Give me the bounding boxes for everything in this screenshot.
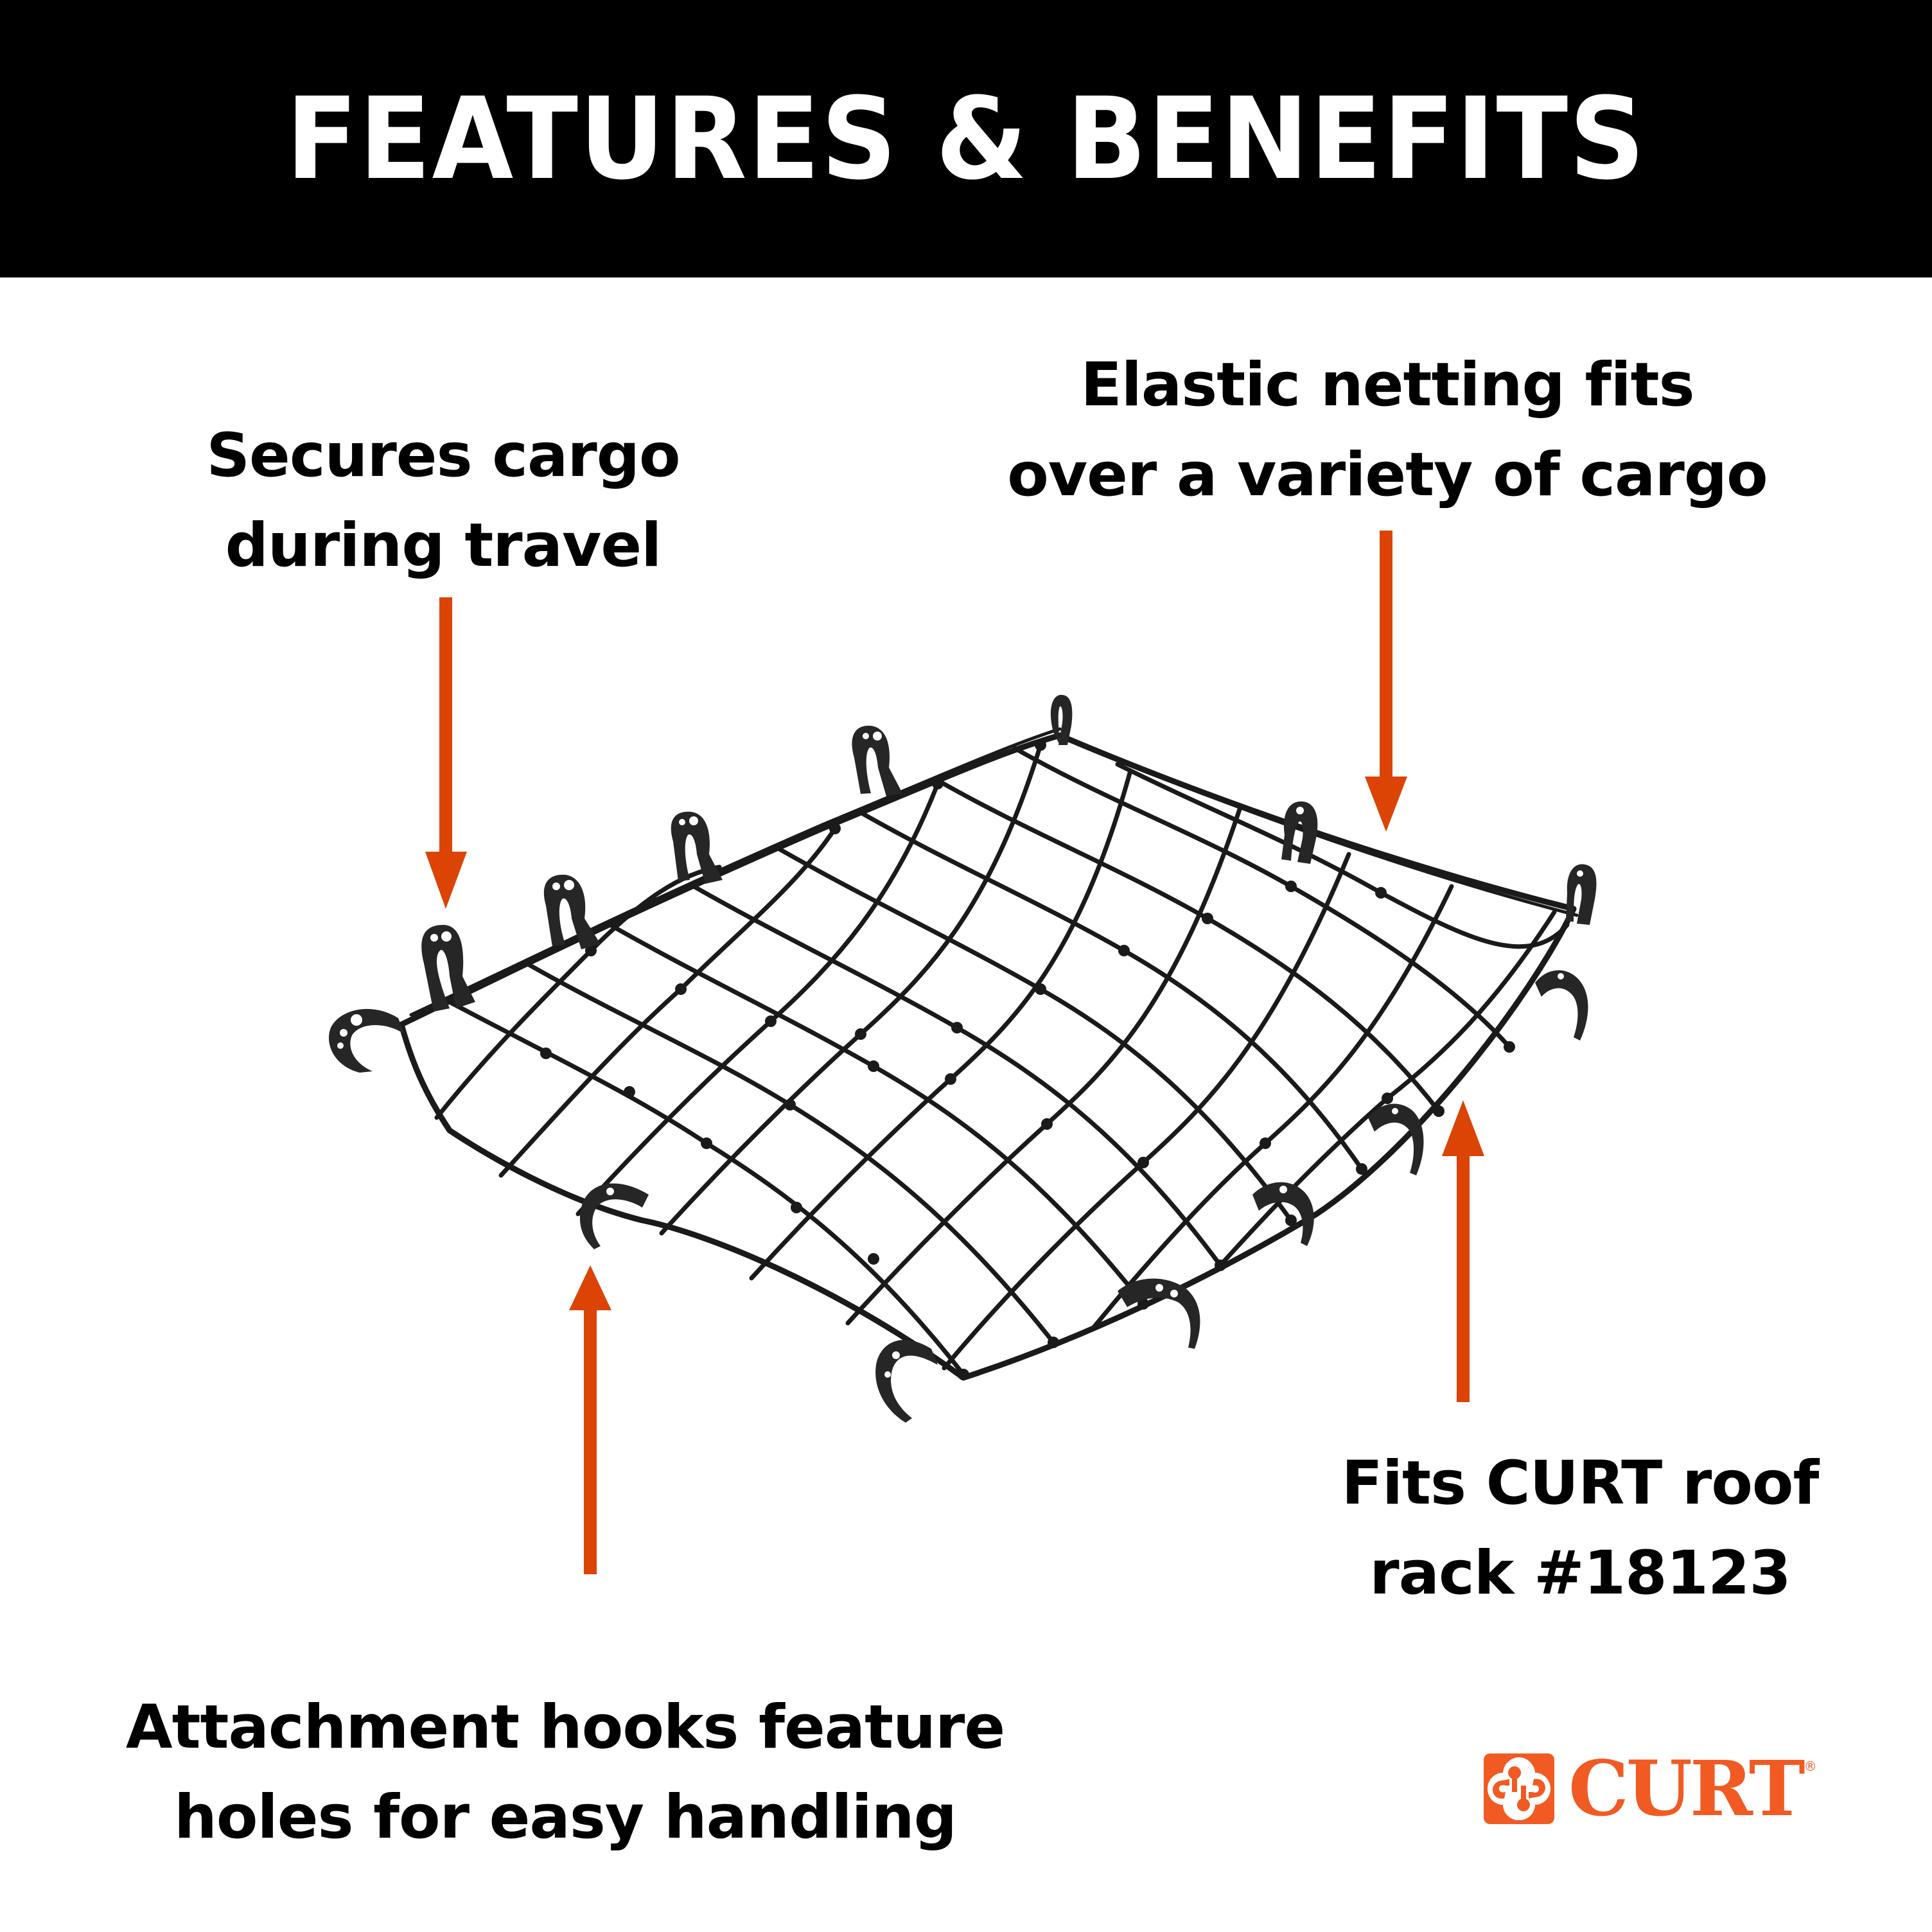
hook-icon <box>1566 864 1597 925</box>
callout-line: over a variety of cargo <box>1007 440 1768 510</box>
net-knots <box>540 739 1515 1380</box>
elastic-net <box>398 727 1579 1381</box>
registered-mark: ® <box>1804 1759 1817 1774</box>
arrow-up-icon <box>1442 1100 1484 1402</box>
hook-icon <box>329 1008 405 1073</box>
attachment-hooks <box>329 694 1597 1423</box>
callout-attachment-hooks: Attachment hooks feature holes for easy … <box>58 1683 1073 1863</box>
callout-line: Fits CURT roof <box>1341 1448 1820 1518</box>
hook-icon <box>1368 1103 1424 1175</box>
callout-elastic-netting: Elastic netting fits over a variety of c… <box>931 340 1843 520</box>
curt-logo: CURT ® <box>1484 1744 1817 1833</box>
callout-line: during travel <box>225 511 662 581</box>
hook-icon <box>1050 694 1073 745</box>
arrow-down-icon <box>425 597 467 909</box>
callout-line: Secures cargo <box>206 421 680 491</box>
hook-icon <box>852 725 902 796</box>
hook-icon <box>543 874 601 949</box>
callout-line: holes for easy handling <box>173 1782 957 1852</box>
arrow-up-icon <box>569 1265 611 1574</box>
callout-fits-roof-rack: Fits CURT roof rack #18123 <box>1259 1439 1901 1619</box>
hook-icon <box>1252 1182 1314 1246</box>
hook-icon <box>421 925 475 1012</box>
arrow-down-icon <box>1365 531 1407 832</box>
callout-secures-cargo: Secures cargo during travel <box>128 411 758 591</box>
callout-line: rack #18123 <box>1369 1538 1791 1608</box>
hook-icon <box>1535 970 1588 1041</box>
hook-icon <box>1281 801 1318 864</box>
hook-icon <box>671 811 723 884</box>
page-title: FEATURES & BENEFITS <box>286 73 1646 205</box>
curt-logo-mark-icon <box>1484 1753 1554 1824</box>
callout-line: Elastic netting fits <box>1080 350 1694 420</box>
hook-icon <box>1118 1278 1200 1349</box>
header-banner: FEATURES & BENEFITS <box>0 0 1932 277</box>
callout-line: Attachment hooks feature <box>125 1692 1005 1762</box>
hook-icon <box>579 1183 649 1249</box>
brand-name: CURT <box>1568 1744 1805 1833</box>
hook-icon <box>875 1340 938 1423</box>
